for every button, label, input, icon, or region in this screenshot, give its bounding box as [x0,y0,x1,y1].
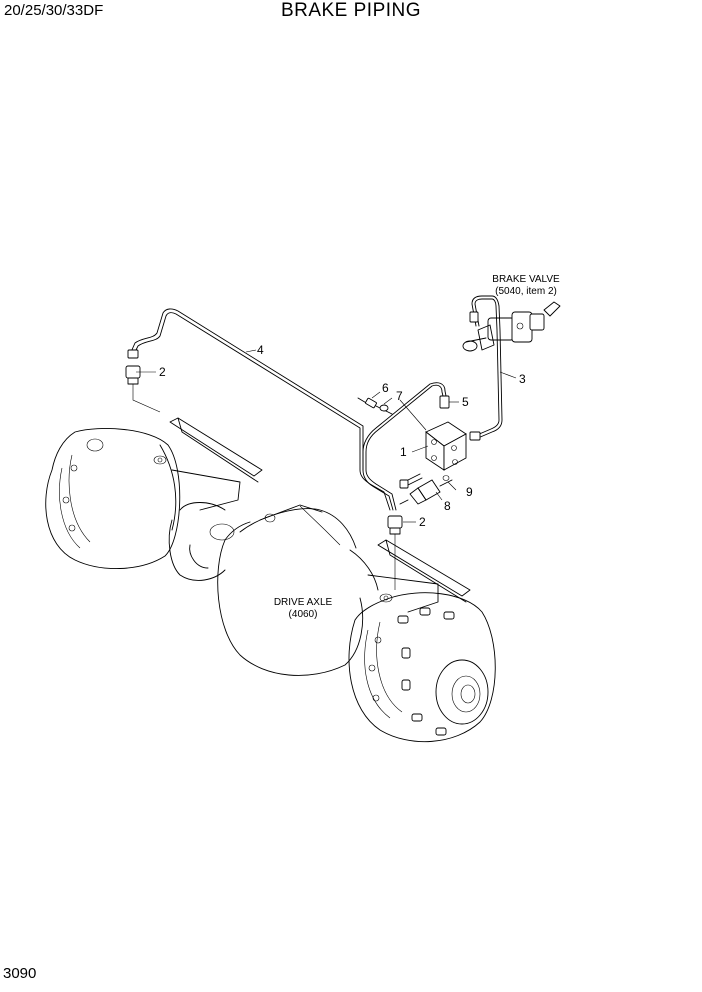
note-drive-axle-2: (4060) [288,609,318,620]
left-bracket [153,417,263,531]
differential-housing [217,504,379,676]
axle-tube-left [168,502,235,581]
callout-1: 1 [400,445,407,459]
callout-9: 9 [466,485,473,499]
washer-7 [379,404,389,412]
model-code: 20/25/30/33DF [4,2,104,19]
note-drive-axle-1: DRIVE AXLE [273,597,333,608]
o-ring-9 [442,475,450,481]
fitting-2-right [387,515,403,590]
callout-8: 8 [444,499,451,513]
note-brake-valve-1: BRAKE VALVE [492,274,560,285]
right-bracket [367,539,471,613]
callout-5: 5 [462,395,469,409]
note-brake-valve-2: (5040, item 2) [495,286,557,297]
drive-axle [45,417,496,743]
pipe-4 [127,308,391,511]
callout-7: 7 [396,389,403,403]
callout-6: 6 [382,381,389,395]
left-wheel-hub [45,428,181,569]
block-fitting [399,473,423,489]
callout-2-right: 2 [419,515,426,529]
callout-4: 4 [257,343,264,357]
junction-block [425,421,467,471]
page-number: 3090 [3,965,37,982]
callout-3: 3 [519,372,526,386]
brake-valve [462,301,561,352]
pipe-3 [469,295,503,441]
right-wheel-hub [348,592,496,743]
pressure-switch-8 [399,479,453,505]
leader-lines [136,349,517,523]
fitting-2-left [125,365,161,413]
page-title: BRAKE PIPING [280,0,422,21]
callout-2-left: 2 [159,365,166,379]
